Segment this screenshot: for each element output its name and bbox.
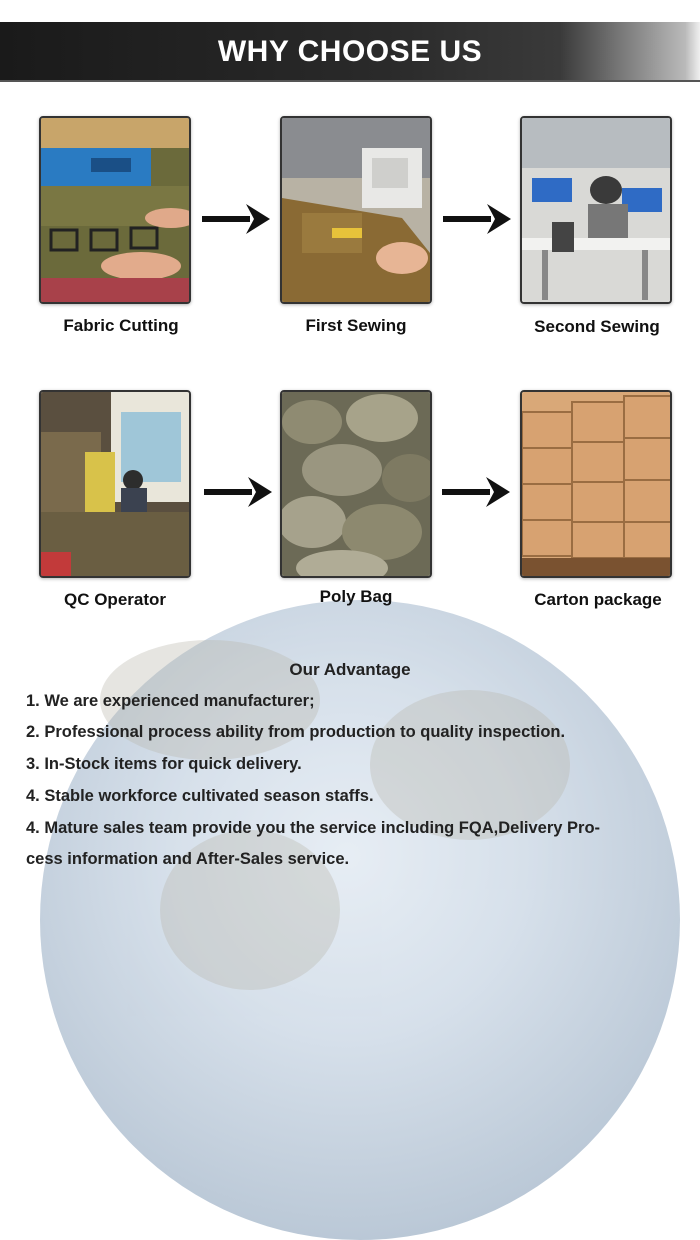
second-sewing-photo — [520, 116, 672, 304]
qc-operator-photo — [39, 390, 191, 578]
step-label: Second Sewing — [534, 317, 660, 336]
header-banner: WHY CHOOSE US — [0, 22, 700, 82]
step-label: Carton package — [534, 590, 662, 609]
arrow-right-icon — [442, 477, 510, 507]
step-label: Poly Bag — [319, 587, 393, 606]
advantage-item: 4. Stable workforce cultivated season st… — [26, 787, 374, 805]
arrow-right-icon — [202, 204, 270, 234]
advantage-item: 2. Professional process ability from pro… — [26, 723, 566, 741]
fabric-cutting-photo — [39, 116, 191, 304]
first-sewing-photo — [280, 116, 432, 304]
advantage-item: 4. Mature sales team provide you the ser… — [26, 819, 601, 837]
advantage-item: cess information and After-Sales service… — [26, 850, 350, 868]
arrow-right-icon — [443, 204, 511, 234]
advantage-item: 1. We are experienced manufacturer; — [26, 692, 315, 710]
advantage-title: Our Advantage — [289, 660, 411, 679]
step-label: First Sewing — [305, 316, 407, 335]
poly-bag-photo — [280, 390, 432, 578]
carton-package-photo — [520, 390, 672, 578]
banner-edge — [686, 22, 700, 80]
step-label: QC Operator — [63, 590, 167, 609]
arrow-right-icon — [204, 477, 272, 507]
step-label: Fabric Cutting — [63, 316, 179, 335]
advantage-item: 3. In-Stock items for quick delivery. — [26, 755, 302, 773]
page-title: WHY CHOOSE US — [217, 35, 483, 68]
